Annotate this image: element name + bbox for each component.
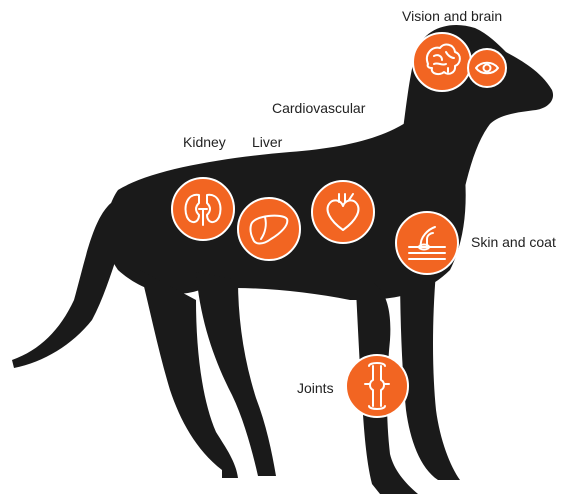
label-liver: Liver xyxy=(252,134,282,150)
joint-badge xyxy=(346,355,408,417)
dog-front-leg-far xyxy=(400,265,460,480)
brain-badge xyxy=(413,33,471,91)
kidney-badge xyxy=(172,178,234,240)
label-cardiovascular: Cardiovascular xyxy=(272,100,365,116)
label-skin-coat: Skin and coat xyxy=(471,234,556,250)
eye-badge xyxy=(468,49,506,87)
liver-badge xyxy=(238,198,300,260)
heart-badge xyxy=(312,181,374,243)
dog-silhouette xyxy=(12,25,553,494)
label-kidney: Kidney xyxy=(183,134,226,150)
label-joints: Joints xyxy=(297,380,334,396)
label-vision-brain: Vision and brain xyxy=(402,8,502,24)
skin-badge xyxy=(396,212,458,274)
